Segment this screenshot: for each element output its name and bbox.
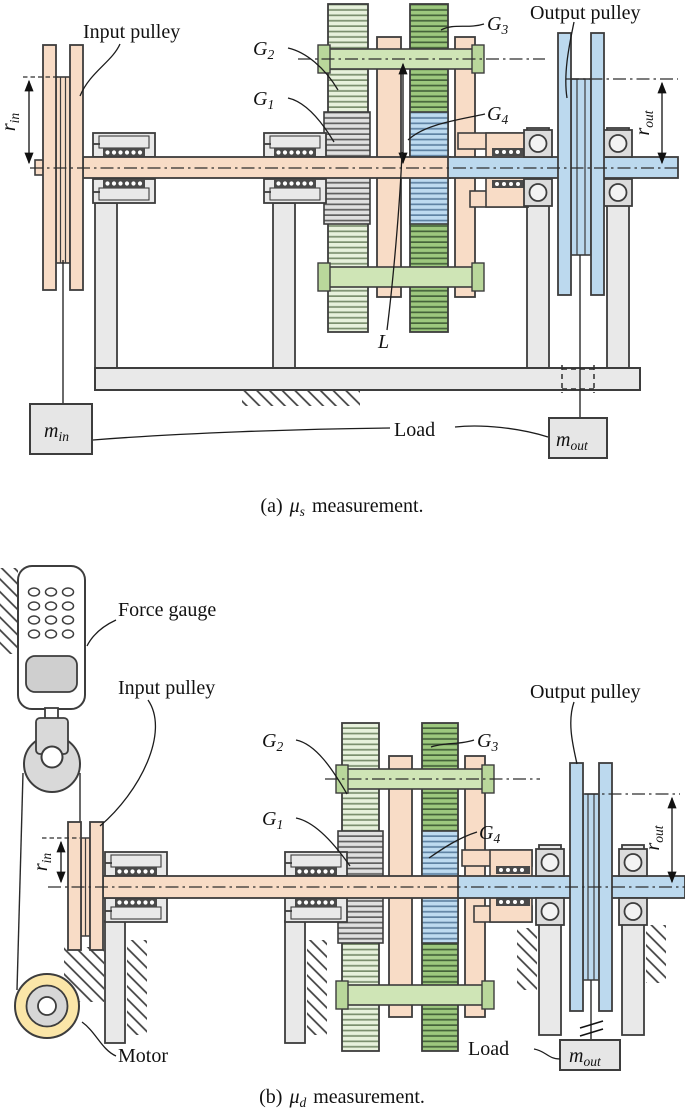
shaft-cap [317,262,331,292]
shaft-cap [335,980,349,1010]
mass-out-label-b: mout [569,1045,602,1069]
g3-label-a: G3 [487,13,508,37]
mass-in-label-a: min [44,420,69,444]
svg-text:rin: rin [30,853,54,872]
load-leader-right-a [454,425,549,438]
motor-leader-b [81,1021,117,1057]
rope-break-symbol-b [579,1020,604,1037]
dimension-center-distance-a: L [377,62,408,353]
wall-hatch [307,940,327,1035]
mass-out-label-a: mout [556,429,589,453]
g4-leader-b [428,831,478,859]
dimension-r-in-b: rin [30,840,66,884]
load-leader-b [533,1048,561,1060]
mass-out-box-b [559,1039,621,1071]
mass-out-box-a [548,417,608,459]
shaft-cap [481,980,495,1010]
force-gauge-display [25,655,78,693]
force-gauge-b [0,565,86,793]
load-leader-left-a [92,427,391,441]
figure-b-diagram: mout Load rin rout Force gauge Input pul… [0,565,685,1110]
shaft-cap [471,262,485,292]
g1-leader-a [287,97,335,143]
center-distance-label-a: L [377,331,389,353]
support-leg-2-b [284,920,306,1044]
g2-label-a: G2 [253,38,274,62]
g4-label-a: G4 [487,103,508,127]
output-pulley-label-a: Output pulley [530,2,641,24]
g3-leader-b [430,739,475,748]
g1-label-a: G1 [253,88,274,112]
svg-text:rout: rout [632,109,656,135]
support-leg-1-b [104,920,126,1044]
input-pulley-label-a: Input pulley [83,21,180,43]
input-pulley-b [67,821,104,951]
g2-leader-a [287,47,339,91]
force-gauge-leader-b [86,619,117,647]
counter-shaft-lower-a [321,266,483,288]
frame-leg-mid-a [272,202,296,371]
dimension-r-out-b: rout [642,796,677,884]
wall-hatch [517,928,537,990]
base-opening-dashed-a [561,365,595,393]
wall-hatch [0,568,18,654]
figure-a-diagram: min mout Load rin rout L Input pulley G2 [0,2,679,519]
g1-leader-b [295,817,351,867]
output-pulley-leader-b [570,701,578,765]
belt-left-b [16,772,24,991]
motor-pulley-bore [37,996,57,1016]
input-pulley-leader-a [79,43,121,97]
counter-shaft-lower-b [339,984,491,1006]
g4-label-b: G4 [479,822,500,846]
frame-base-a [94,367,641,391]
idler-hole-b [40,745,64,769]
wall-hatch [646,925,666,983]
svg-text:rout: rout [642,824,666,850]
output-pulley-a [557,32,605,296]
input-pulley-label-b: Input pulley [118,677,215,699]
frame-leg-left-a [94,202,118,371]
g1-label-b: G1 [262,808,283,832]
input-pulley-leader-b [99,699,157,827]
motor-b [14,947,104,1039]
svg-text:rin: rin [0,113,22,132]
g3-label-b: G3 [477,730,498,754]
load-label-a: Load [394,419,435,441]
load-label-b: Load [468,1038,509,1060]
g3-leader-a [440,23,485,31]
mass-in-box-a [29,403,93,455]
frame-a [94,127,641,406]
ground-hatch-a [242,391,360,406]
output-pulley-label-b: Output pulley [530,681,641,703]
force-gauge-label-b: Force gauge [118,599,216,621]
force-gauge-keypad [27,587,75,639]
g4-leader-a [407,113,486,141]
dimension-r-out-a: rout [632,81,667,165]
motor-label-b: Motor [118,1045,168,1067]
wall-hatch [127,940,147,1035]
g2-label-b: G2 [262,730,283,754]
output-pulley-leader-a [565,21,575,99]
g2-leader-b [295,739,348,795]
dimension-r-in-a: rin [0,79,34,165]
